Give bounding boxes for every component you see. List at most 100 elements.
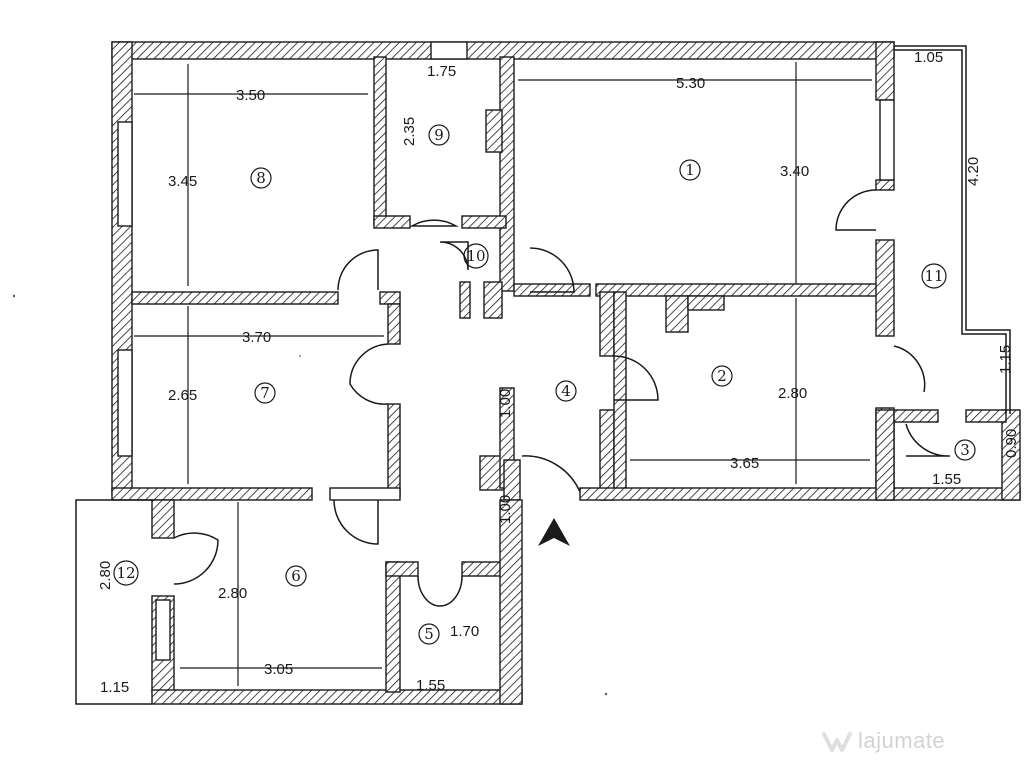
door-7 <box>349 343 389 405</box>
room-labels <box>113 124 976 645</box>
dim-room5-width: 1.55 <box>416 677 445 694</box>
wall-9-1 <box>499 56 515 292</box>
balcony-11-outline <box>894 45 1011 414</box>
balcony-outlines <box>75 45 1011 705</box>
dim-room6-height: 2.80 <box>218 585 247 602</box>
room-4-circle <box>555 380 577 402</box>
balcony-11-inner <box>894 49 1007 414</box>
door-entrance <box>521 455 581 493</box>
room-5-circle <box>418 623 440 645</box>
dim-hall-lower: 1.00 <box>497 495 514 524</box>
wall-3-right <box>1001 409 1021 501</box>
room-12-number: 12 <box>116 564 135 582</box>
wall-1-2-stub2 <box>687 295 725 311</box>
dim-room8-height: 3.45 <box>168 173 197 190</box>
dim-room7-width: 3.70 <box>242 329 271 346</box>
wall-1-2-stub <box>665 295 689 333</box>
wall-1-2-left <box>513 283 591 297</box>
speck <box>299 355 301 357</box>
dim-room9-width: 1.75 <box>427 63 456 80</box>
room-3-circle <box>954 439 976 461</box>
dim-room12-height: 2.80 <box>97 561 114 590</box>
wall-7-hall-2 <box>387 403 401 497</box>
wall-9-bottom-left <box>373 215 411 229</box>
wall-window-top <box>430 41 468 60</box>
wall-5-top-left <box>385 561 419 577</box>
room-8-circle <box>250 167 272 189</box>
wall-5-right <box>499 499 523 705</box>
window-right-1 <box>879 99 895 181</box>
room-numbers: 8 9 1 10 11 7 4 2 3 12 6 5 <box>116 126 969 643</box>
walls <box>111 41 1021 705</box>
wall-8-7-end <box>379 291 401 305</box>
watermark: lajumate <box>818 722 1018 762</box>
wall-7-hall <box>387 303 401 345</box>
wall-2-bottom <box>579 487 1021 501</box>
dim-room3-width: 1.55 <box>932 471 961 488</box>
wall-6-left-top <box>151 499 175 539</box>
dim-room1-width: 5.30 <box>676 75 705 92</box>
wall-10-left <box>459 281 471 319</box>
room-1-circle <box>679 159 701 181</box>
wall-1-2 <box>595 283 881 297</box>
watermark-text: lajumate <box>858 728 946 753</box>
door-5 <box>417 575 463 607</box>
door-11 <box>893 345 926 393</box>
wall-3-top <box>893 409 939 423</box>
room-7-number: 7 <box>260 384 270 402</box>
room-11-number: 11 <box>924 267 943 285</box>
dim-balcony-side: 4.20 <box>965 157 982 186</box>
window-left-7 <box>117 349 133 457</box>
wall-right-upper <box>875 41 895 101</box>
dim-room7-height: 2.65 <box>168 387 197 404</box>
dim-room2-width: 3.65 <box>730 455 759 472</box>
dim-hall-upper: 1.00 <box>497 389 514 418</box>
room-9-number: 9 <box>434 126 444 144</box>
room-6-circle <box>285 565 307 587</box>
room-2-circle <box>711 365 733 387</box>
dim-room5-height: 1.70 <box>450 623 479 640</box>
watermark-logo-icon <box>822 732 852 752</box>
wall-9-stub <box>485 109 503 153</box>
room-2-number: 2 <box>717 367 727 385</box>
wall-7-6 <box>111 487 313 501</box>
wall-7-6-right <box>329 487 401 501</box>
dimension-labels: 3.50 3.45 1.75 2.35 5.30 3.40 1.05 4.20 … <box>97 49 1020 696</box>
dim-room6-width: 3.05 <box>264 661 293 678</box>
door-8 <box>337 249 379 291</box>
wall-hall-4-right <box>599 409 615 501</box>
room-10-number: 10 <box>466 247 485 265</box>
door-swings <box>173 189 951 607</box>
room-1-number: 1 <box>685 161 695 179</box>
wall-10-right <box>483 281 503 319</box>
wall-6-5 <box>385 561 401 693</box>
door-1 <box>835 189 877 231</box>
door-4 <box>529 247 575 293</box>
room-11-circle <box>921 263 947 289</box>
door-2 <box>613 355 659 401</box>
window-left-8 <box>117 121 133 227</box>
door-3 <box>905 423 951 457</box>
dim-room8-width: 3.50 <box>236 87 265 104</box>
wall-8-9 <box>373 56 387 226</box>
room-5-number: 5 <box>424 625 434 643</box>
room-7-circle <box>254 382 276 404</box>
room-4-number: 4 <box>561 382 571 400</box>
dim-balcony-lower-side: 1.15 <box>997 345 1014 374</box>
wall-9-bottom-right <box>461 215 507 229</box>
door-6 <box>333 499 379 545</box>
room-12-circle <box>113 560 139 586</box>
speck <box>604 692 608 696</box>
wall-4-2 <box>613 291 627 493</box>
speck <box>12 294 16 298</box>
wall-bottom <box>151 689 523 705</box>
dim-room3-height: 0.90 <box>1003 429 1020 458</box>
window-left-6 <box>155 599 171 661</box>
wall-3-left <box>875 409 895 501</box>
dim-room2-height: 2.80 <box>778 385 807 402</box>
room-6-number: 6 <box>291 567 301 585</box>
room-8-number: 8 <box>256 169 266 187</box>
dim-balcony-top: 1.05 <box>914 49 943 66</box>
wall-1-11 <box>875 239 895 337</box>
